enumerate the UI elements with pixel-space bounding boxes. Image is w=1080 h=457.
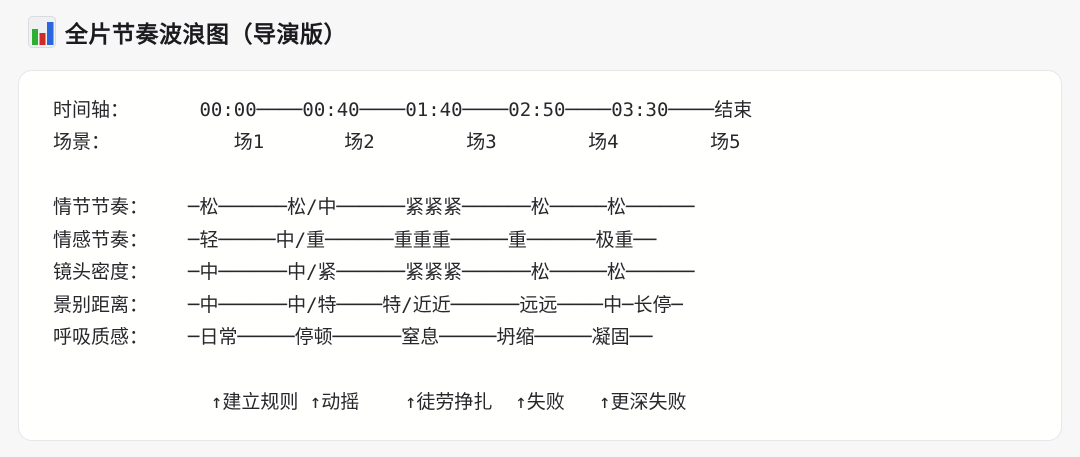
row-content: ─日常─────停顿──────窒息─────坍缩─────凝固── (188, 326, 653, 349)
chart-row (53, 157, 1037, 190)
row-content: ─中──────中/紧──────紧紧紧──────松─────松────── (188, 261, 695, 284)
chart-row: ↑建立规则 ↑动摇 ↑徒劳挣扎 ↑失败 ↑更深失败 (53, 385, 1037, 418)
chart-row: 场景： 场1 场2 场3 场4 场5 (53, 125, 1037, 158)
rhythm-chart-card: 时间轴： 00:00────00:40────01:40────02:50───… (18, 70, 1062, 441)
chart-row: 情节节奏： ─松──────松/中──────紧紧紧──────松─────松─… (53, 190, 1037, 223)
chart-row: 情感节奏： ─轻─────中/重──────重重重─────重──────极重─… (53, 222, 1037, 255)
row-label: 呼吸质感： (53, 326, 149, 349)
row-content: 00:00────00:40────01:40────02:50────03:3… (188, 98, 753, 121)
row-label: 时间轴： (53, 98, 130, 121)
chart-header: 全片节奏波浪图（导演版） (28, 15, 347, 49)
chart-row (53, 352, 1037, 385)
page-title: 全片节奏波浪图（导演版） (65, 21, 347, 47)
row-label: 镜头密度： (53, 261, 149, 284)
row-content: ─轻─────中/重──────重重重─────重──────极重── (188, 228, 657, 251)
chart-row: 镜头密度： ─中──────中/紧──────紧紧紧──────松─────松─… (53, 255, 1037, 288)
row-content: 场1 场2 场3 场4 场5 (188, 131, 741, 154)
row-content: ─松──────松/中──────紧紧紧──────松─────松────── (188, 196, 695, 219)
row-label: 场景： (53, 131, 111, 154)
row-label: 情感节奏： (53, 228, 149, 251)
row-label: 景别距离： (53, 293, 149, 316)
chart-row: 呼吸质感： ─日常─────停顿──────窒息─────坍缩─────凝固── (53, 320, 1037, 353)
row-content: ─中──────中/特────特/近近──────远远────中─长停─ (188, 293, 683, 316)
chart-row: 时间轴： 00:00────00:40────01:40────02:50───… (53, 92, 1037, 125)
chart-rows-container: 时间轴： 00:00────00:40────01:40────02:50───… (53, 92, 1037, 417)
row-label: 情节节奏： (53, 196, 149, 219)
chart-row: 景别距离： ─中──────中/特────特/近近──────远远────中─长… (53, 287, 1037, 320)
row-content: ↑建立规则 ↑动摇 ↑徒劳挣扎 ↑失败 ↑更深失败 (188, 391, 687, 414)
bar-chart-icon (28, 16, 56, 48)
